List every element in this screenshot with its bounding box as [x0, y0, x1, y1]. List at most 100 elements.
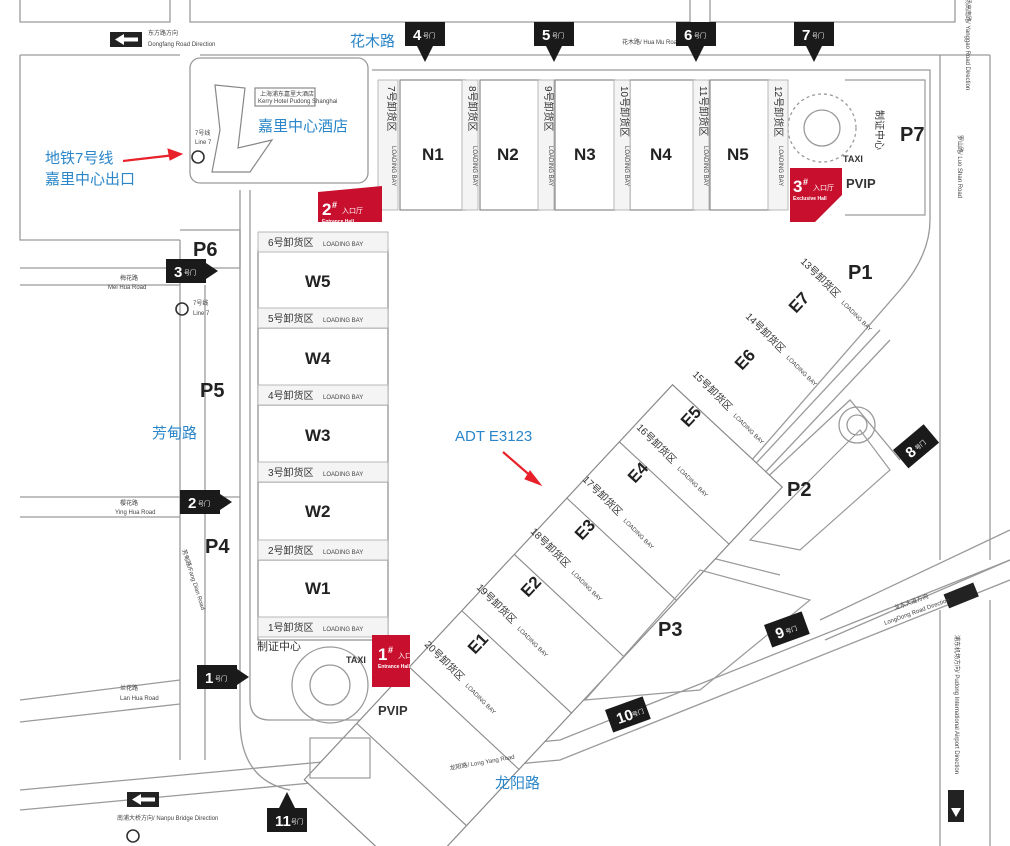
road-label-yanggao-en: 杨高南路/ Yanggao Road Direction — [964, 0, 972, 90]
gate-number: 4 — [413, 27, 422, 44]
landmark-label-metro-exit-2: 嘉里中心出口 — [45, 171, 135, 188]
bay-label-en: LOADING BAY — [323, 627, 363, 633]
bay-label-cn: 3号卸货区 — [268, 466, 314, 479]
road-label-lanhua-en: Lan Hua Road — [120, 696, 159, 702]
gate-g8: 8号门 — [893, 424, 940, 469]
gate-number: 11 — [275, 813, 291, 830]
gate-number: 6 — [684, 27, 692, 44]
entrance-number: 2 — [322, 200, 331, 219]
bay-label-cn: 1号卸货区 — [268, 621, 314, 634]
bay-label-cn: 8号卸货区 — [466, 86, 479, 132]
parking-areas — [309, 79, 926, 779]
parking-label-P5: P5 — [200, 380, 224, 402]
gate-suffix: 号门 — [291, 818, 303, 826]
bay-label-en: LOADING BAY — [732, 413, 765, 446]
landmark-label-kerry-sign-en: Kerry Hotel Pudong Shanghai — [258, 99, 337, 105]
hall-label-N3: N3 — [574, 145, 596, 164]
landmark-label-kerry-sign: 上海浦东嘉里大酒店 — [260, 90, 314, 98]
north-halls — [399, 79, 771, 211]
entrance-hash: # — [332, 200, 337, 210]
direction-arrows — [110, 32, 979, 822]
landmark-label-zhizheng-n: 制证中心 — [873, 110, 886, 150]
bay-label-en: LOADING BAY — [323, 395, 363, 401]
landmark-label-line7b: Line 7 — [195, 140, 212, 146]
bay-label-cn: 13号卸货区 — [798, 255, 843, 300]
bay-label-cn: 10号卸货区 — [618, 86, 631, 137]
bay-label-cn: 14号卸货区 — [743, 310, 788, 355]
road-label-dongfang-cn: 东方路方向 — [148, 29, 178, 37]
entrance-number: 1 — [378, 645, 387, 664]
loading-bay-b4: 4号卸货区 LOADING BAY — [268, 389, 363, 402]
entrance-en: Entrance Hall — [378, 664, 411, 670]
gate-suffix: 号门 — [694, 32, 706, 40]
gate-suffix: 号门 — [784, 624, 798, 636]
metro-icon — [191, 150, 205, 164]
gate-suffix: 号门 — [423, 32, 435, 40]
gate-suffix: 号门 — [184, 269, 196, 277]
road-label-fangdian-cn: 芳甸路 — [152, 425, 197, 442]
parking-label-P4: P4 — [205, 536, 230, 558]
gate-suffix: 号门 — [812, 32, 824, 40]
road-label-meihua-en: Mei Hua Road — [108, 285, 146, 291]
road-label-longyang-cn: 龙阳路 — [495, 775, 540, 792]
bay-label-cn: 5号卸货区 — [268, 312, 314, 325]
gate-number: 3 — [174, 264, 182, 281]
hall-label-W3: W3 — [305, 426, 331, 445]
hall-label-N1: N1 — [422, 145, 444, 164]
gate-number: 5 — [542, 27, 550, 44]
parking-label-P7: P7 — [900, 124, 924, 146]
landmark-label-line7d: Line 7 — [193, 311, 210, 317]
metro-icon — [126, 829, 140, 843]
gate-suffix: 号门 — [552, 32, 564, 40]
hall-label-W5: W5 — [305, 272, 331, 291]
metro-icons — [126, 150, 205, 843]
hall-label-N5: N5 — [727, 145, 749, 164]
parking-label-P1: P1 — [848, 262, 872, 284]
hall-label-W4: W4 — [305, 349, 331, 368]
road-label-meihua-cn: 梅花路 — [120, 274, 138, 282]
road-label-dongfang-en: Dongfang Road Direction — [148, 42, 215, 48]
metro-station-outline — [211, 84, 316, 173]
entrance-ent1: 1# 入口厅 Entrance Hall — [378, 645, 419, 670]
gate-g9: 9号门 — [764, 611, 810, 648]
loading-bay-b8: 8号卸货区 LOADING BAY — [466, 86, 479, 186]
bay-label-en: LOADING BAY — [323, 550, 363, 556]
red-arrows — [122, 148, 543, 487]
bay-label-en: LOADING BAY — [785, 355, 818, 388]
entrance-hash: # — [803, 177, 808, 187]
bay-label-cn: 7号卸货区 — [385, 86, 398, 132]
landmark-label-booth: ADT E3123 — [455, 428, 532, 445]
gate-number: 2 — [188, 495, 196, 512]
entrance-en: Entrance Hall — [322, 219, 355, 225]
gate-suffix: 号门 — [631, 707, 645, 719]
landmark-label-taxi-n: TAXI — [843, 154, 863, 164]
bay-label-cn: 4号卸货区 — [268, 389, 314, 402]
road-label-luoshan-en: 罗山路/ Luo Shan Road — [956, 135, 964, 198]
entrance-hash: # — [388, 645, 393, 655]
landmark-label-taxi-s: TAXI — [346, 655, 366, 665]
bay-label-en: LOADING BAY — [390, 146, 396, 186]
west-loading-bays — [257, 231, 389, 638]
landmark-label-line7c: 7号线 — [193, 299, 208, 307]
entrance-en: Exclusive Hall — [793, 196, 827, 202]
road-label-lanhua-cn: 兰花路 — [120, 684, 138, 692]
metro-icon — [175, 302, 189, 316]
entrance-cn: 入口厅 — [398, 652, 419, 660]
gate-number: 1 — [205, 670, 213, 687]
landmark-label-zhizheng-w: 制证中心 — [257, 640, 301, 653]
bay-label-en: LOADING BAY — [471, 146, 477, 186]
